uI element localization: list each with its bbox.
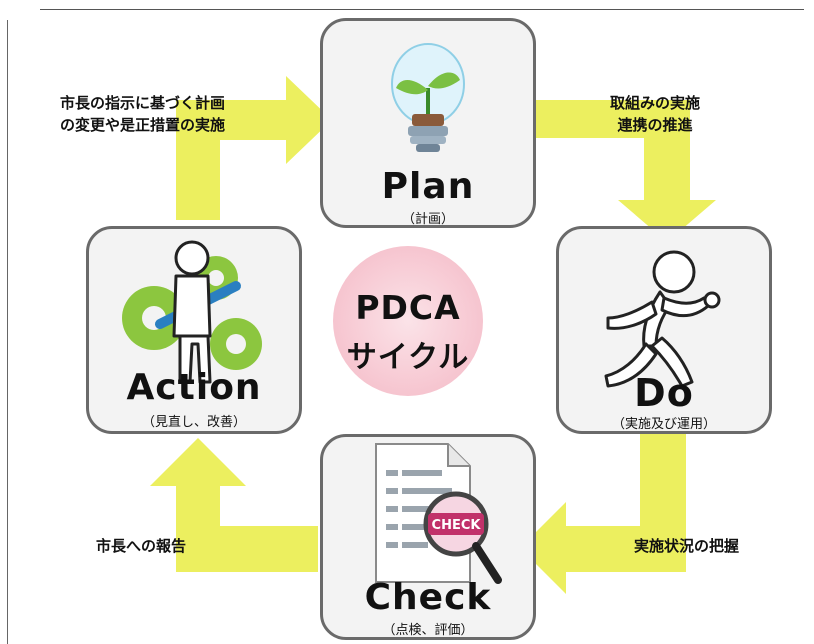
- note-action-to-plan-line1: 市長の指示に基づく計画: [60, 94, 226, 112]
- plan-title: Plan: [381, 166, 475, 207]
- note-plan-to-do-line2: 連携の推進: [617, 116, 693, 134]
- plan-card: Plan （計画）: [320, 18, 536, 228]
- checklist-magnifier-icon: CHECK: [375, 443, 502, 584]
- do-card: Do （実施及び運用）: [556, 226, 772, 434]
- note-do-to-check: 実施状況の把握: [634, 537, 740, 555]
- top-rule: [40, 9, 804, 10]
- gears-wrench-person-icon: [122, 240, 262, 384]
- note-action-to-plan-line2: の変更や是正措置の実施: [60, 116, 226, 134]
- running-person-icon: [604, 250, 721, 388]
- lightbulb-icon: [391, 43, 465, 152]
- center-line-2: サイクル: [346, 340, 470, 375]
- plan-subtitle: （計画）: [401, 212, 454, 227]
- left-rule: [7, 20, 8, 644]
- check-card: CHECK Check （点検、評価）: [320, 434, 536, 640]
- arrow-plan-to-do: [536, 100, 716, 242]
- check-subtitle: （点検、評価）: [382, 623, 474, 638]
- do-title: Do: [634, 371, 694, 415]
- note-action-to-plan: 市長の指示に基づく計画 の変更や是正措置の実施: [60, 92, 225, 136]
- action-subtitle: （見直し、改善）: [141, 415, 246, 430]
- check-title: Check: [364, 577, 492, 618]
- action-title: Action: [126, 367, 262, 408]
- check-badge: CHECK: [432, 518, 482, 533]
- arrow-do-to-check: [520, 432, 686, 594]
- pdca-center-circle: PDCA サイクル: [333, 246, 483, 396]
- action-card: Action （見直し、改善）: [86, 226, 302, 434]
- arrow-check-to-action: [150, 438, 318, 572]
- center-line-1: PDCA: [355, 288, 461, 327]
- note-plan-to-do: 取組みの実施 連携の推進: [610, 92, 700, 136]
- arrow-action-to-plan: [176, 76, 332, 220]
- note-check-to-action: 市長への報告: [96, 537, 187, 555]
- do-subtitle: （実施及び運用）: [611, 417, 716, 432]
- note-plan-to-do-line1: 取組みの実施: [610, 94, 701, 112]
